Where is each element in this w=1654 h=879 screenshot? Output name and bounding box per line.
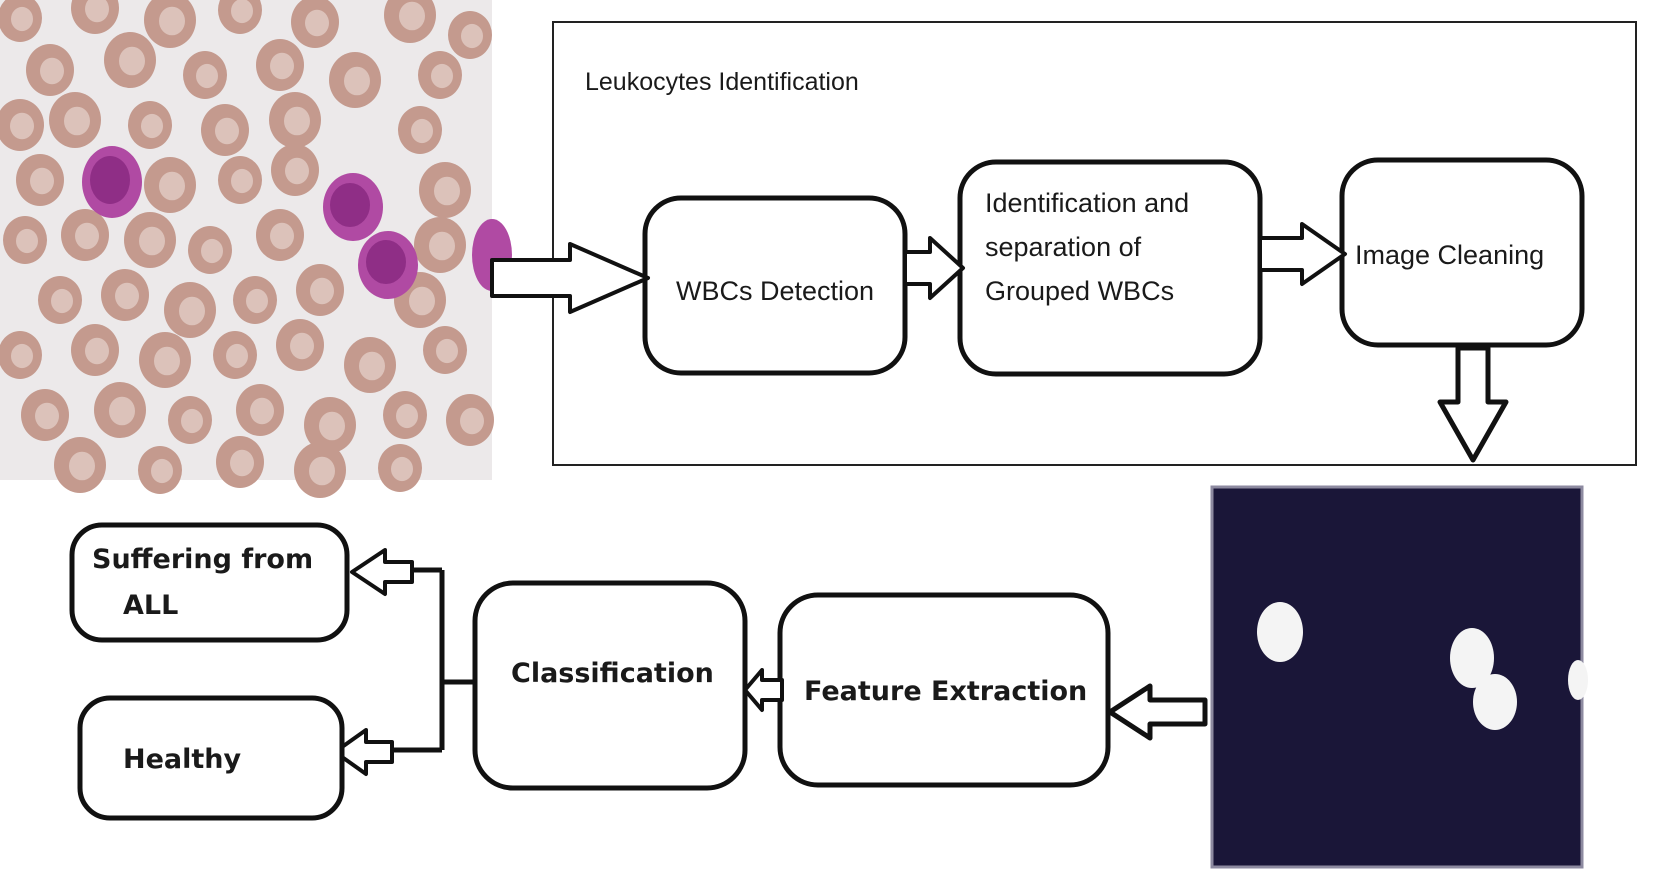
red-blood-cell-center (461, 23, 483, 49)
red-blood-cell-center (159, 6, 185, 36)
image-cleaning-label: Image Cleaning (1355, 240, 1544, 270)
image-cleaning-node: Image Cleaning (1339, 157, 1585, 348)
mask-blob-4 (1568, 660, 1588, 700)
red-blood-cell-center (250, 397, 274, 425)
red-blood-cell-center (51, 288, 73, 314)
white-blood-cells (82, 146, 512, 299)
red-blood-cell-center (284, 106, 310, 136)
red-blood-cell-center (310, 277, 334, 305)
red-blood-cell-center (10, 112, 34, 140)
red-blood-cell-center (40, 57, 64, 85)
feature-extraction-node: Feature Extraction (777, 592, 1111, 788)
identification-label-line-3: Grouped WBCs (985, 276, 1174, 306)
red-blood-cell-center (399, 1, 425, 31)
red-blood-cell-center (391, 456, 413, 482)
red-blood-cell-center (230, 449, 254, 477)
branch-connector (390, 567, 475, 753)
red-blood-cell-center (270, 222, 294, 250)
red-blood-cell-center (436, 338, 458, 364)
red-blood-cell-center (75, 222, 99, 250)
mask-blob-1 (1257, 602, 1303, 662)
wbc-detection-label: WBCs Detection (676, 276, 874, 306)
red-blood-cell-center (16, 228, 38, 254)
red-blood-cells (0, 0, 494, 498)
red-blood-cell-center (11, 6, 33, 32)
red-blood-cell-center (431, 63, 453, 89)
red-blood-cell-center (409, 286, 435, 316)
red-blood-cell-center (179, 296, 205, 326)
red-blood-cell-center (309, 456, 335, 486)
arrow-mask-to-feature-extraction (1107, 683, 1208, 741)
red-blood-cell-center (11, 343, 33, 369)
red-blood-cell-center (201, 238, 223, 264)
red-blood-cell-center (119, 46, 145, 76)
red-blood-cell-center (215, 117, 239, 145)
arrow-cleaning-to-mask (1437, 345, 1509, 463)
red-blood-cell-center (139, 226, 165, 256)
red-blood-cell-center (460, 407, 484, 435)
arrow-feature-to-classification (743, 668, 784, 712)
red-blood-cell-center (159, 171, 185, 201)
red-blood-cell-center (85, 0, 109, 23)
red-blood-cell-center (141, 113, 163, 139)
red-blood-cell-center (181, 408, 203, 434)
red-blood-cell-center (154, 346, 180, 376)
red-blood-cell-center (109, 396, 135, 426)
red-blood-cell-center (285, 157, 309, 185)
mask-blob-2 (1450, 628, 1494, 688)
arrow-smear-to-detection (490, 242, 650, 314)
red-blood-cell-center (35, 402, 59, 430)
healthy-label: Healthy (123, 744, 242, 775)
binary-mask-image (1210, 485, 1588, 869)
red-blood-cell-center (231, 168, 253, 194)
classification-label: Classification (511, 658, 714, 689)
red-blood-cell-center (115, 282, 139, 310)
identification-label-line-2: separation of (985, 232, 1142, 262)
identification-node: Identification and separation of Grouped… (957, 159, 1263, 377)
mask-blob-3 (1473, 674, 1517, 730)
red-blood-cell-center (411, 118, 433, 144)
red-blood-cell-center (359, 351, 385, 381)
red-blood-cell-center (305, 9, 329, 37)
arrow-identification-to-cleaning (1258, 222, 1347, 286)
red-blood-cell-center (151, 458, 173, 484)
red-blood-cell-center (270, 52, 294, 80)
blood-smear-image (0, 0, 512, 498)
red-blood-cell-center (69, 451, 95, 481)
healthy-node: Healthy (77, 695, 345, 821)
red-blood-cell-center (30, 167, 54, 195)
red-blood-cell-center (231, 0, 253, 24)
identification-label-line-1: Identification and (985, 188, 1189, 218)
red-blood-cell-center (319, 411, 345, 441)
red-blood-cell-center (85, 337, 109, 365)
red-blood-cell-center (429, 231, 455, 261)
wbc-detection-node: WBCs Detection (642, 195, 908, 376)
classification-node: Classification (472, 580, 748, 791)
red-blood-cell-center (246, 288, 268, 314)
red-blood-cell-center (396, 403, 418, 429)
suffering-label-line-1: Suffering from (92, 544, 313, 575)
feature-extraction-label: Feature Extraction (804, 676, 1087, 707)
red-blood-cell-center (226, 343, 248, 369)
group-title: Leukocytes Identification (585, 68, 859, 96)
arrow-to-healthy (333, 728, 394, 776)
red-blood-cell-center (290, 332, 314, 360)
suffering-node: Suffering from ALL (69, 522, 350, 643)
red-blood-cell-center (196, 63, 218, 89)
arrow-detection-to-identification (903, 236, 965, 300)
suffering-label-line-2: ALL (123, 590, 178, 621)
red-blood-cell-center (64, 106, 90, 136)
red-blood-cell-center (434, 176, 460, 206)
red-blood-cell-center (344, 66, 370, 96)
arrow-to-suffering (350, 548, 414, 596)
